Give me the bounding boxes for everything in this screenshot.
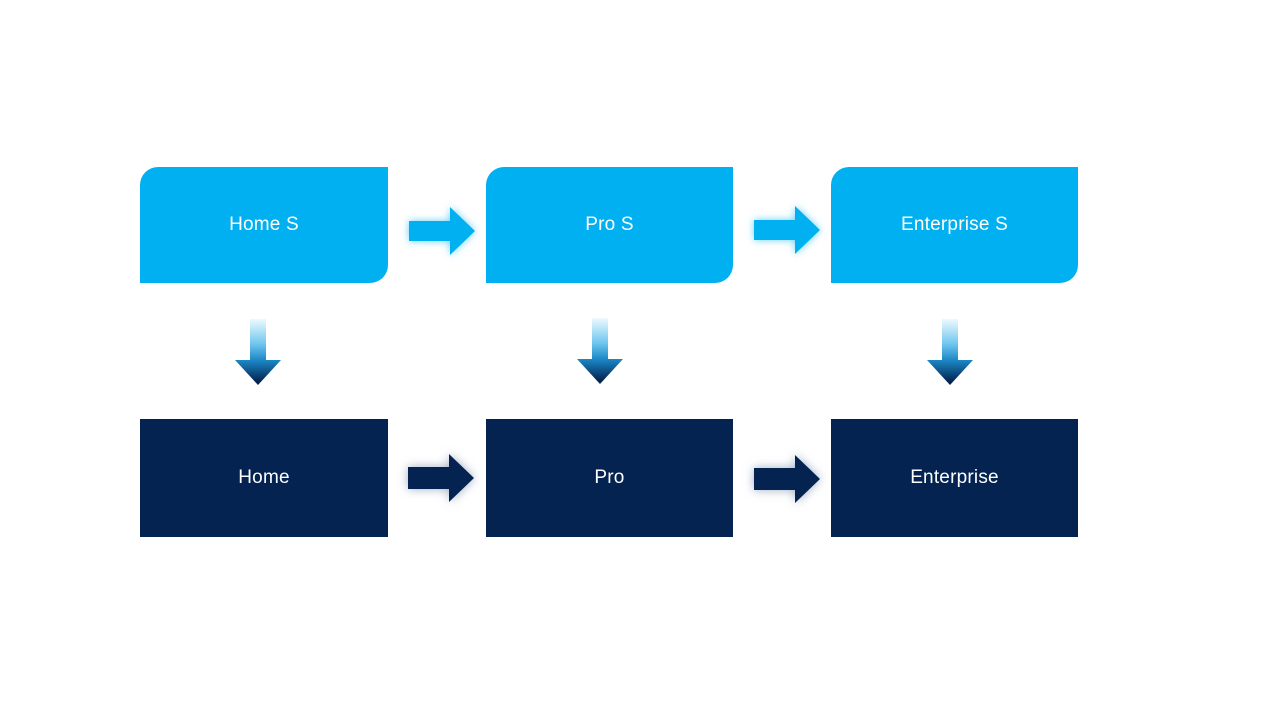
right-arrow-icon <box>754 455 820 503</box>
down-arrow-icon <box>927 319 973 385</box>
node-label: Pro <box>594 467 625 488</box>
node-enterprise: Enterprise <box>831 419 1078 537</box>
node-label: Pro S <box>585 214 634 235</box>
right-arrow-icon <box>754 206 820 254</box>
down-arrow-icon <box>577 318 623 384</box>
down-arrow-icon <box>235 319 281 385</box>
node-label: Enterprise <box>910 467 999 488</box>
node-label: Home <box>238 467 290 488</box>
node-label: Home S <box>229 214 299 235</box>
node-pro-s: Pro S <box>486 167 733 283</box>
node-pro: Pro <box>486 419 733 537</box>
node-home: Home <box>140 419 388 537</box>
node-home-s: Home S <box>140 167 388 283</box>
node-enterprise-s: Enterprise S <box>831 167 1078 283</box>
node-label: Enterprise S <box>901 214 1008 235</box>
right-arrow-icon <box>409 207 475 255</box>
right-arrow-icon <box>408 454 474 502</box>
